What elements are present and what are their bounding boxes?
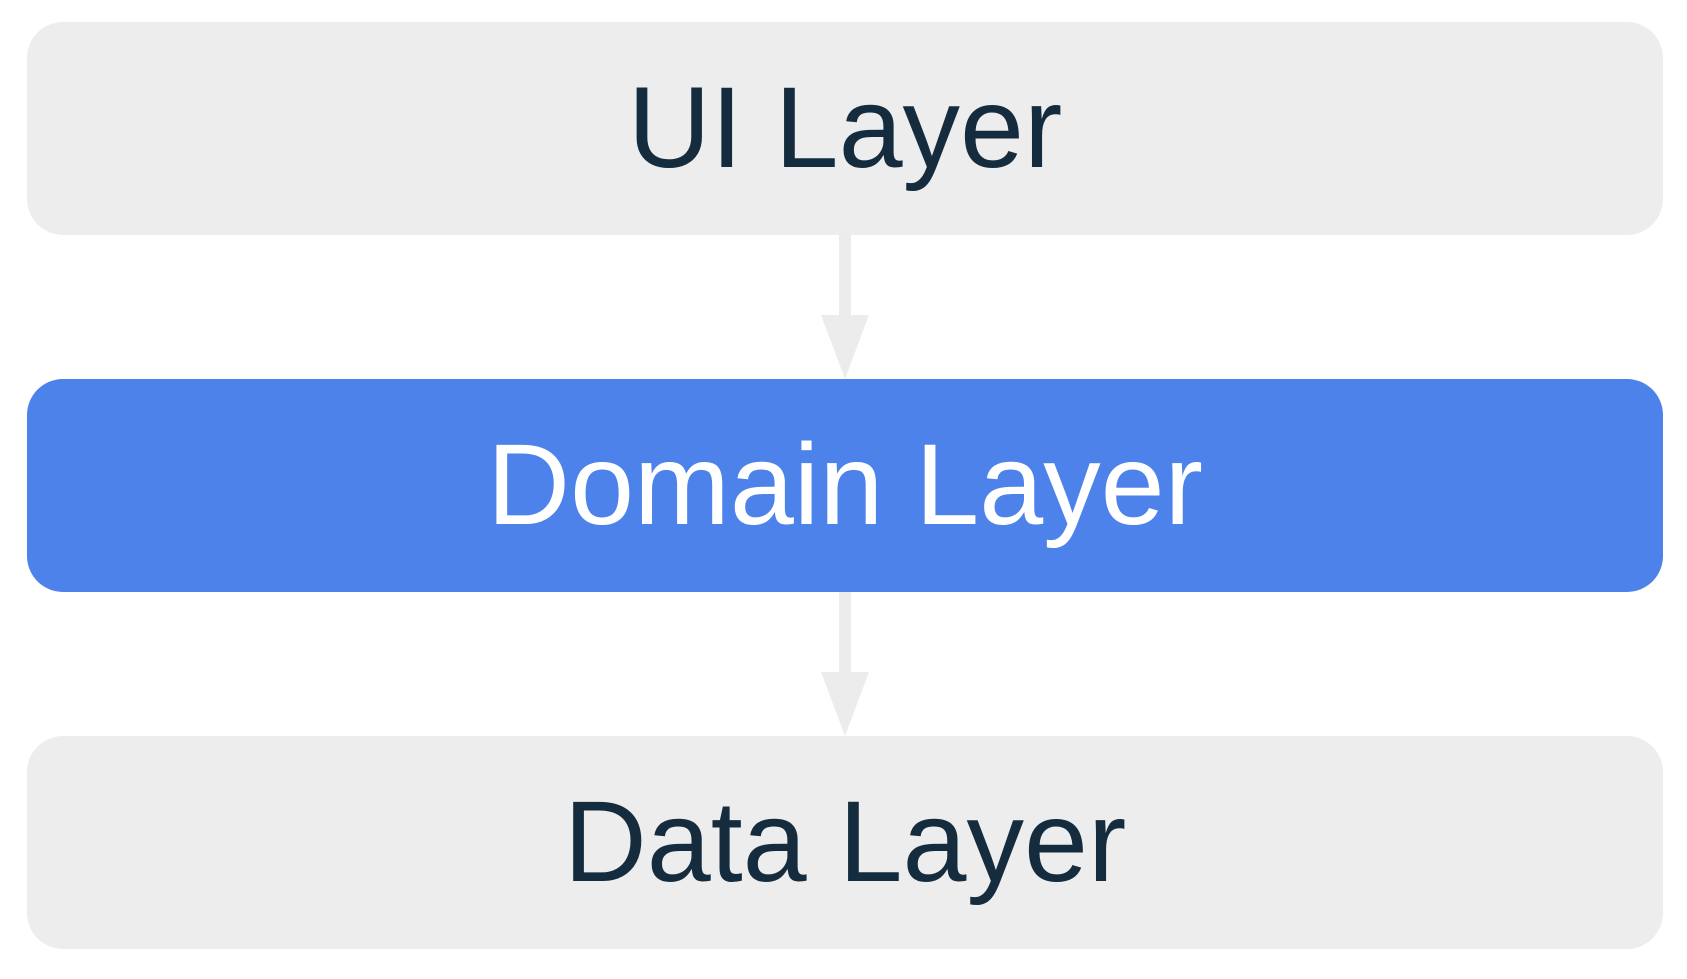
arrow-domain-to-data bbox=[27, 592, 1663, 736]
arrow-ui-to-domain bbox=[27, 235, 1663, 379]
domain-layer-box: Domain Layer bbox=[27, 379, 1663, 592]
ui-layer-label: UI Layer bbox=[627, 64, 1063, 192]
down-arrow-icon bbox=[821, 235, 869, 379]
down-arrow-icon bbox=[821, 592, 869, 736]
domain-layer-label: Domain Layer bbox=[487, 421, 1203, 549]
data-layer-label: Data Layer bbox=[563, 778, 1127, 906]
ui-layer-box: UI Layer bbox=[27, 22, 1663, 235]
data-layer-box: Data Layer bbox=[27, 736, 1663, 949]
